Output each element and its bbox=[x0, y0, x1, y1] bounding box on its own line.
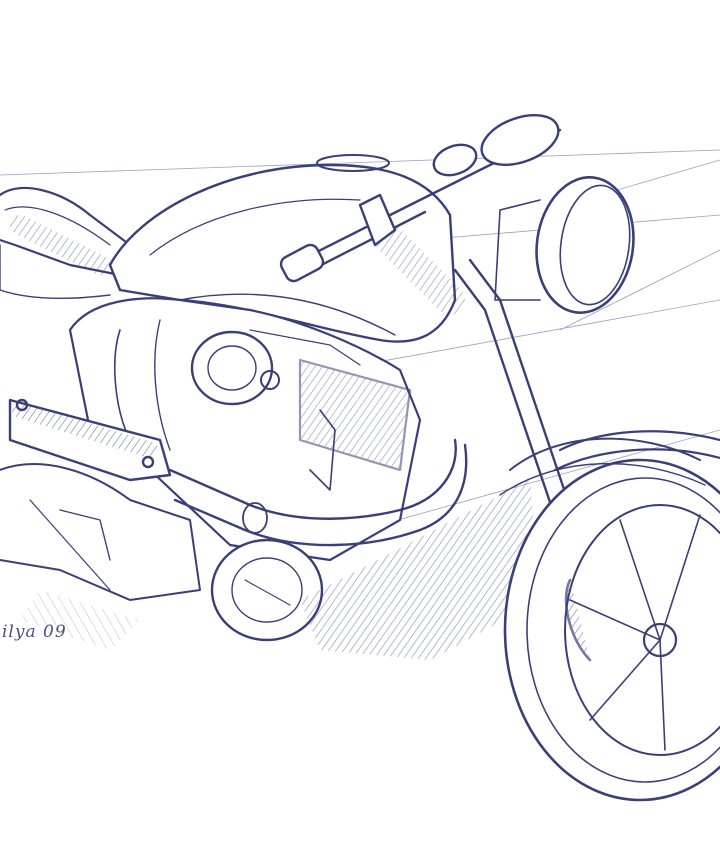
engine bbox=[68, 297, 422, 562]
signature: ilya 09 bbox=[2, 622, 67, 642]
frame-plate bbox=[8, 398, 172, 482]
headlight bbox=[494, 176, 635, 314]
seat bbox=[0, 186, 132, 299]
shadow bbox=[20, 480, 540, 660]
front-fender bbox=[553, 430, 720, 472]
exhaust-pipe bbox=[168, 438, 468, 547]
handlebar bbox=[279, 114, 562, 283]
gearbox bbox=[0, 463, 324, 642]
front-wheel bbox=[499, 437, 720, 802]
